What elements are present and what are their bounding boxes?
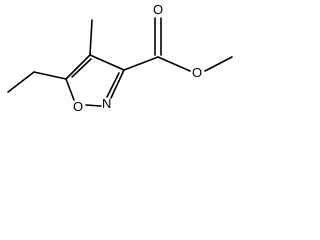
atom-ring-nitrogen: N [102,96,111,111]
atom-ring-oxygen: O [73,99,83,114]
bond-ethyl-ch3-ch2 [7,71,35,93]
atom-carbonyl-oxygen: O [153,2,163,17]
bond-c3-n-outer [110,69,125,99]
chemical-structure-diagram: O O N O [7,2,233,114]
bonds [7,17,233,107]
bond-ester-o-methyl [204,56,233,72]
bond-carbonyl-ester-o [157,56,191,72]
bond-c4-methyl [89,19,93,56]
bond-o-ring-c5 [65,78,75,101]
bond-c4-c3 [89,54,125,71]
atom-labels: O O N O [73,2,202,114]
bond-c3-n-inner [106,72,120,98]
bond-c3-carbonyl-carbon [123,56,159,71]
bond-c5-c4-outer [65,54,91,80]
bond-ethyl-ch2-c5 [33,71,67,80]
atom-ester-oxygen: O [192,65,202,80]
bond-c5-c4-inner [71,58,92,78]
bond-n-o-ring [85,104,102,107]
